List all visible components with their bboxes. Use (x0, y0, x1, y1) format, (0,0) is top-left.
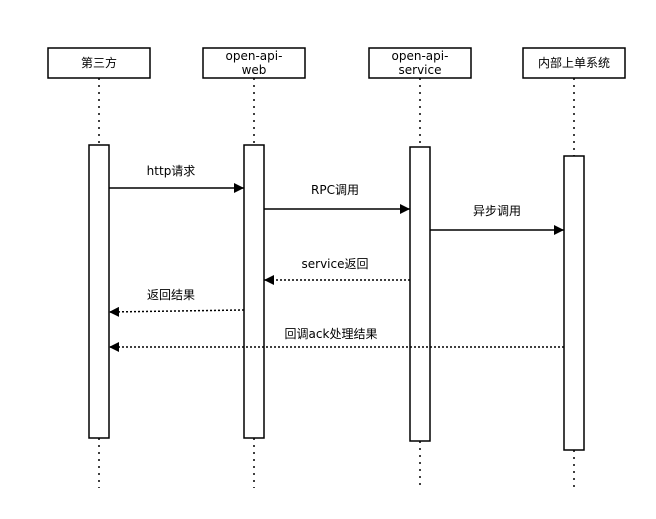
participant-internal-order: 内部上单系统 (522, 47, 626, 79)
participant-third-party: 第三方 (47, 47, 151, 79)
participant-box (368, 47, 472, 79)
participant-box (47, 47, 151, 79)
participant-label-line-2: service (399, 63, 442, 77)
participant-label-line-2: web (242, 63, 267, 77)
participant-open-api-service: open-api- service (368, 47, 472, 79)
message-async-call: 异步调用 (430, 204, 564, 235)
participant-label-line-1: open-api- (226, 49, 283, 63)
message-label: 返回结果 (147, 288, 195, 302)
message-label: http请求 (147, 164, 196, 178)
message-http-request: http请求 (109, 164, 244, 193)
lifelines (98, 78, 575, 488)
participant-box (202, 47, 306, 79)
activation-bars (88, 144, 585, 451)
message-label: service返回 (302, 257, 369, 271)
participant-open-api-web: open-api- web (202, 47, 306, 79)
message-rpc-call: RPC调用 (264, 183, 410, 214)
message-label: RPC调用 (311, 183, 359, 197)
message-callback-ack: 回调ack处理结果 (109, 327, 564, 352)
participant-label-line-1: open-api- (392, 49, 449, 63)
activation-internal-order (563, 155, 585, 451)
activation-open-api-web (243, 144, 265, 439)
activation-third-party (88, 144, 110, 439)
participant-label: 内部上单系统 (538, 55, 610, 70)
message-label: 异步调用 (473, 204, 521, 218)
message-return-result: 返回结果 (108, 288, 245, 317)
activation-open-api-service (409, 146, 431, 442)
participant-box (522, 47, 626, 79)
participant-label: 第三方 (81, 55, 117, 70)
message-label: 回调ack处理结果 (285, 327, 378, 341)
message-service-return: service返回 (264, 257, 410, 285)
message-arrow (108, 306, 245, 317)
